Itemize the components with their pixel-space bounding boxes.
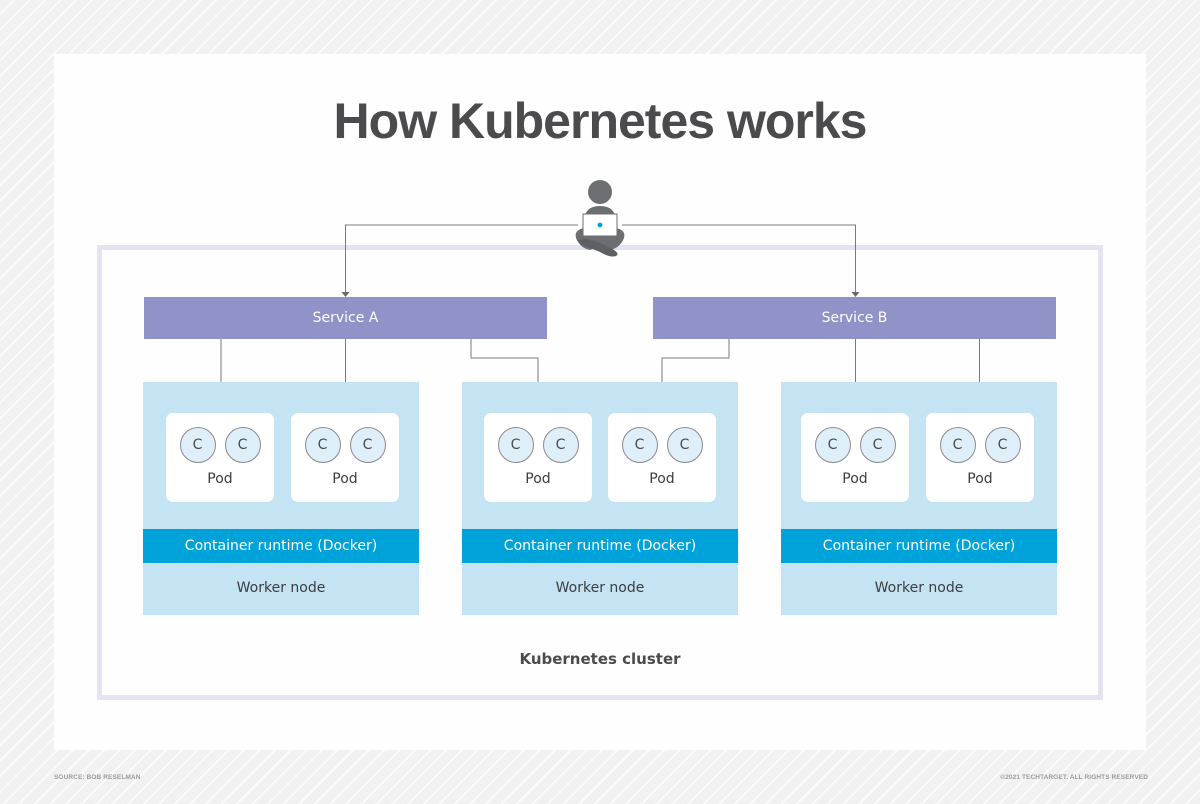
- worker-node-label: Worker node: [874, 580, 964, 596]
- connector-user-service-b: [622, 224, 856, 293]
- worker-node: C C Pod C C Pod Container runtime (Docke…: [781, 382, 1057, 615]
- pod-label: Pod: [842, 471, 868, 487]
- worker-node-label: Worker node: [236, 580, 326, 596]
- user-with-laptop-icon: [575, 180, 625, 257]
- pod-label: Pod: [649, 471, 675, 487]
- pod: C C Pod: [801, 413, 909, 502]
- copyright-notice: ©2021 TECHTARGET. ALL RIGHTS RESERVED: [1000, 774, 1148, 781]
- pod-label: Pod: [967, 471, 993, 487]
- pod: C C Pod: [291, 413, 399, 502]
- pod: C C Pod: [926, 413, 1034, 502]
- connector-user-service-a: [345, 224, 578, 293]
- container-circle: C: [349, 427, 386, 463]
- container-circle: C: [542, 427, 579, 463]
- container-circle: C: [304, 427, 341, 463]
- container-runtime: Container runtime (Docker): [781, 529, 1057, 563]
- pod-label: Pod: [525, 471, 551, 487]
- service-b: Service B: [653, 297, 1056, 339]
- diagram-title: How Kubernetes works: [333, 93, 868, 149]
- container-runtime: Container runtime (Docker): [462, 529, 738, 563]
- container-runtime: Container runtime (Docker): [143, 529, 419, 563]
- worker-node: C C Pod C C Pod Container runtime (Docke…: [462, 382, 738, 615]
- pod-label: Pod: [207, 471, 233, 487]
- pod: C C Pod: [484, 413, 592, 502]
- cluster-label: Kubernetes cluster: [519, 650, 681, 668]
- arrowhead: [341, 292, 350, 297]
- container-circle: C: [666, 427, 703, 463]
- service-a: Service A: [144, 297, 547, 339]
- pod: C C Pod: [608, 413, 716, 502]
- container-circle: C: [814, 427, 851, 463]
- worker-node: C C Pod C C Pod Container runtime (Docke…: [143, 382, 419, 615]
- container-circle: C: [224, 427, 261, 463]
- container-circle: C: [859, 427, 896, 463]
- source-credit: SOURCE: BOB RESELMAN: [54, 774, 141, 781]
- container-circle: C: [497, 427, 534, 463]
- container-circle: C: [621, 427, 658, 463]
- container-circle: C: [179, 427, 216, 463]
- pod: C C Pod: [166, 413, 274, 502]
- arrowhead: [851, 292, 860, 297]
- container-circle: C: [984, 427, 1021, 463]
- pod-label: Pod: [332, 471, 358, 487]
- worker-node-label: Worker node: [555, 580, 645, 596]
- container-circle: C: [939, 427, 976, 463]
